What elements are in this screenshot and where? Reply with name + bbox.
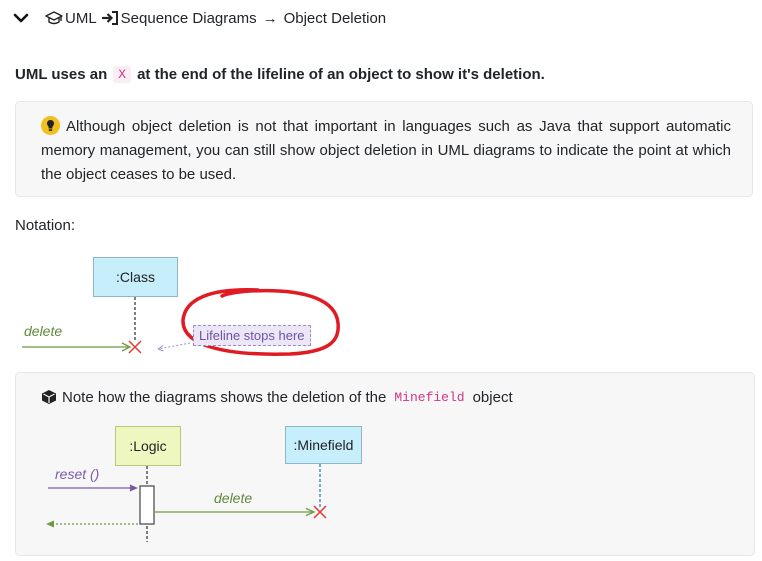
- logic-label: :Logic: [129, 438, 167, 454]
- note-code-minefield: Minefield: [394, 389, 465, 405]
- tip-text: Although object deletion is not that imp…: [41, 118, 731, 183]
- note-line: Note how the diagrams shows the deletion…: [41, 386, 513, 409]
- chevron-down-icon[interactable]: [13, 10, 29, 26]
- minefield-label: :Minefield: [293, 437, 354, 453]
- minefield-object-box: :Minefield: [285, 426, 362, 464]
- logic-object-box: :Logic: [115, 426, 181, 466]
- delete-message-label: delete: [24, 323, 63, 339]
- breadcrumb-separator: →: [262, 9, 278, 27]
- main-statement: UML uses an X at the end of the lifeline…: [15, 63, 545, 85]
- lifeline-stops-note: Lifeline stops here: [193, 325, 311, 346]
- statement-code-x: X: [113, 65, 132, 83]
- breadcrumb-object-deletion: Object Deletion: [283, 9, 387, 27]
- graduation-cap-icon: [45, 10, 63, 26]
- sign-in-icon: [101, 10, 119, 26]
- breadcrumb-sequence-diagrams[interactable]: Sequence Diagrams: [120, 9, 257, 27]
- logic-activation-bar: [139, 485, 155, 525]
- class-label: :Class: [116, 269, 155, 285]
- delete-message-label-2: delete: [214, 490, 253, 506]
- delete-cross-icon-2: [313, 505, 327, 519]
- tip-box: Although object deletion is not that imp…: [15, 101, 753, 197]
- reset-message-label: reset (): [55, 466, 100, 482]
- note-before: Note how the diagrams shows the deletion…: [62, 388, 387, 406]
- statement-before: UML uses an: [15, 65, 108, 83]
- note-after: object: [472, 388, 513, 406]
- highlight-circle: [181, 288, 340, 356]
- class-object-box: :Class: [93, 257, 178, 297]
- cube-icon: [41, 389, 57, 409]
- tip-text-container: Although object deletion is not that imp…: [41, 115, 731, 187]
- breadcrumb: UML Sequence Diagrams → Object Deletion: [13, 7, 386, 29]
- minefield-diagram-svg: [46, 464, 327, 542]
- delete-cross-icon: [128, 340, 142, 354]
- note-connector: [157, 342, 191, 350]
- statement-after: at the end of the lifeline of an object …: [137, 65, 545, 83]
- lightbulb-icon: [41, 116, 60, 135]
- notation-label: Notation:: [15, 217, 76, 234]
- notation-diagram-svg: [22, 288, 340, 356]
- breadcrumb-uml[interactable]: UML: [65, 9, 97, 27]
